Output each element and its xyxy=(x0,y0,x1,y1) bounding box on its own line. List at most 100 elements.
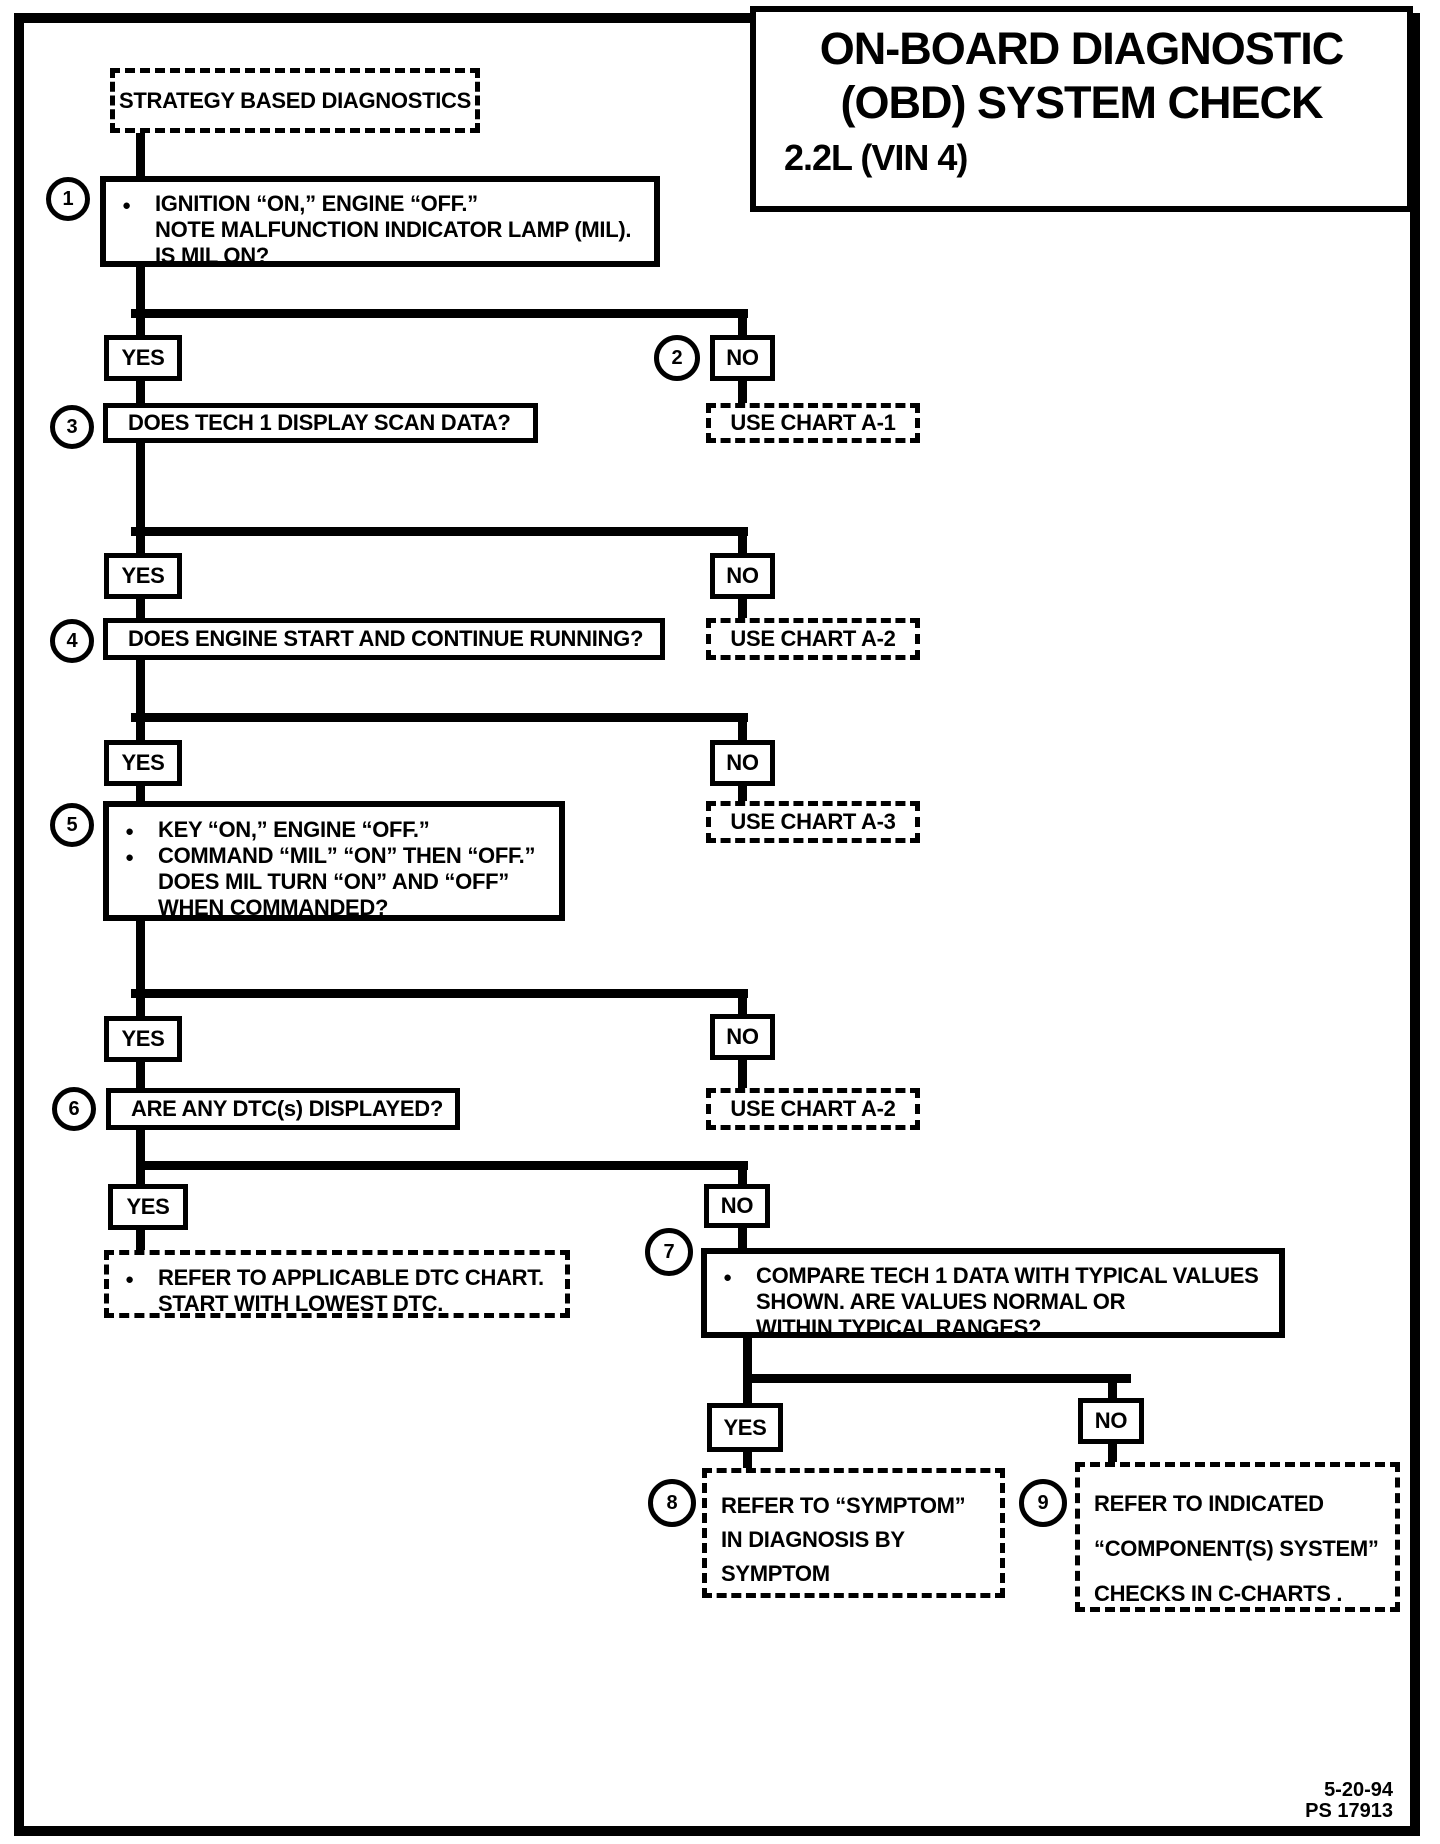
connector xyxy=(738,1058,747,1090)
connector xyxy=(136,1161,748,1170)
connector xyxy=(738,309,747,337)
step-number: 3 xyxy=(66,415,78,438)
step-circle-2: 2 xyxy=(654,335,700,381)
step-circle-3: 3 xyxy=(50,405,94,449)
outcome-label: USE CHART A-1 xyxy=(730,410,896,435)
step5-line2: COMMAND “MIL” “ON” THEN “OFF.” xyxy=(109,843,559,871)
dtc-line2: START WITH LOWEST DTC. xyxy=(158,1291,444,1316)
outcome-use-chart-a2-repeat: USE CHART A-2 xyxy=(706,1088,920,1130)
step1-line2: NOTE MALFUNCTION INDICATOR LAMP (MIL). xyxy=(155,217,632,242)
branch-no-4: NO xyxy=(710,1014,775,1060)
connector xyxy=(738,1161,747,1186)
step-number: 9 xyxy=(1037,1491,1049,1514)
step-circle-1: 1 xyxy=(46,177,90,221)
connector xyxy=(743,1374,1131,1383)
no-label: NO xyxy=(726,563,759,588)
step7-line3: WITHIN TYPICAL RANGES? xyxy=(756,1315,1042,1340)
step6-question: ARE ANY DTC(s) DISPLAYED? xyxy=(131,1096,443,1121)
connector xyxy=(1108,1442,1117,1464)
branch-yes-5: YES xyxy=(108,1184,188,1230)
step-circle-8: 8 xyxy=(648,1479,696,1527)
connector xyxy=(738,989,747,1016)
no-label: NO xyxy=(726,1024,759,1049)
outcome-use-chart-a1: USE CHART A-1 xyxy=(706,403,920,443)
branch-yes-6: YES xyxy=(707,1403,783,1452)
outcome-component-system-checks: REFER TO INDICATED “COMPONENT(S) SYSTEM”… xyxy=(1075,1462,1400,1612)
step-circle-4: 4 xyxy=(50,619,94,663)
page-title-line1: ON-BOARD DIAGNOSTIC xyxy=(819,23,1344,74)
page-subtitle-engine: 2.2L (VIN 4) xyxy=(784,137,968,178)
branch-no-6: NO xyxy=(1078,1398,1144,1444)
step-circle-6: 6 xyxy=(52,1087,96,1131)
step9-line1: REFER TO INDICATED xyxy=(1094,1491,1324,1516)
step-number: 2 xyxy=(671,346,683,369)
branch-yes-4: YES xyxy=(104,1016,182,1062)
no-label: NO xyxy=(726,345,759,370)
connector xyxy=(738,1228,747,1250)
header-box: ON-BOARD DIAGNOSTIC (OBD) SYSTEM CHECK 2… xyxy=(750,6,1413,212)
step8-line2: IN DIAGNOSIS BY xyxy=(721,1527,905,1552)
connector xyxy=(743,1336,752,1383)
step1-question-box: IGNITION “ON,” ENGINE “OFF.” NOTE MALFUN… xyxy=(100,176,660,268)
step-number: 7 xyxy=(663,1240,675,1263)
footer-part-code: PS 17913 xyxy=(1305,1800,1393,1822)
connector xyxy=(131,713,748,722)
connector xyxy=(738,784,747,803)
yes-label: YES xyxy=(723,1414,767,1440)
yes-label: YES xyxy=(121,563,165,588)
step-number: 4 xyxy=(66,629,78,652)
step9-line2: “COMPONENT(S) SYSTEM” xyxy=(1094,1536,1379,1561)
step-number: 1 xyxy=(62,187,74,210)
footer-date: 5-20-94 xyxy=(1324,1779,1393,1801)
outcome-refer-dtc-chart: REFER TO APPLICABLE DTC CHART. START WIT… xyxy=(104,1250,570,1318)
step-number: 5 xyxy=(66,813,78,836)
dtc-line1: REFER TO APPLICABLE DTC CHART. xyxy=(109,1265,565,1293)
connector xyxy=(136,441,145,555)
step3-question: DOES TECH 1 DISPLAY SCAN DATA? xyxy=(128,410,511,435)
connector xyxy=(136,658,145,742)
branch-no-2: NO xyxy=(710,553,775,599)
step5-question-box: KEY “ON,” ENGINE “OFF.” COMMAND “MIL” “O… xyxy=(103,801,565,921)
outcome-label: USE CHART A-2 xyxy=(730,626,896,651)
start-node-label: STRATEGY BASED DIAGNOSTICS xyxy=(119,87,471,113)
step-number: 6 xyxy=(68,1097,80,1120)
step-circle-5: 5 xyxy=(50,803,94,847)
connector xyxy=(136,1058,145,1090)
connector xyxy=(136,919,145,1016)
branch-no-5: NO xyxy=(704,1184,770,1228)
step-circle-7: 7 xyxy=(645,1228,693,1276)
step8-line1: REFER TO “SYMPTOM” xyxy=(721,1493,966,1518)
step4-question: DOES ENGINE START AND CONTINUE RUNNING? xyxy=(128,626,644,651)
no-label: NO xyxy=(726,750,759,775)
no-label: NO xyxy=(1094,1408,1128,1433)
step9-line3: CHECKS IN C-CHARTS . xyxy=(1094,1581,1343,1606)
step-circle-9: 9 xyxy=(1019,1479,1067,1527)
connector xyxy=(136,133,145,178)
outcome-diagnosis-by-symptom: REFER TO “SYMPTOM” IN DIAGNOSIS BY SYMPT… xyxy=(702,1468,1005,1598)
footer-revision-block: 5-20-94 PS 17913 xyxy=(1093,1780,1393,1822)
step4-question-box: DOES ENGINE START AND CONTINUE RUNNING? xyxy=(103,618,665,660)
outcome-label: USE CHART A-2 xyxy=(730,1096,896,1121)
branch-no-1: NO xyxy=(710,335,775,381)
step1-line1: IGNITION “ON,” ENGINE “OFF.” xyxy=(106,191,654,219)
start-node-strategy-based-diagnostics: STRATEGY BASED DIAGNOSTICS xyxy=(110,68,480,133)
connector xyxy=(131,989,748,998)
outcome-use-chart-a2: USE CHART A-2 xyxy=(706,618,920,660)
yes-label: YES xyxy=(121,750,165,775)
connector xyxy=(743,1383,752,1405)
yes-label: YES xyxy=(121,345,165,370)
branch-no-3: NO xyxy=(710,740,775,786)
step3-question-box: DOES TECH 1 DISPLAY SCAN DATA? xyxy=(103,403,538,443)
step7-line2: SHOWN. ARE VALUES NORMAL OR xyxy=(756,1289,1126,1314)
page-border-frame xyxy=(14,13,1420,1836)
connector xyxy=(743,1450,752,1470)
branch-yes-3: YES xyxy=(104,740,182,786)
step5-line1: KEY “ON,” ENGINE “OFF.” xyxy=(109,817,559,845)
connector xyxy=(131,527,748,536)
connector xyxy=(136,265,145,337)
step-number: 8 xyxy=(666,1491,678,1514)
branch-yes-1: YES xyxy=(104,335,182,381)
step5-line4: WHEN COMMANDED? xyxy=(158,895,389,920)
step7-question-box: COMPARE TECH 1 DATA WITH TYPICAL VALUES … xyxy=(701,1248,1285,1340)
